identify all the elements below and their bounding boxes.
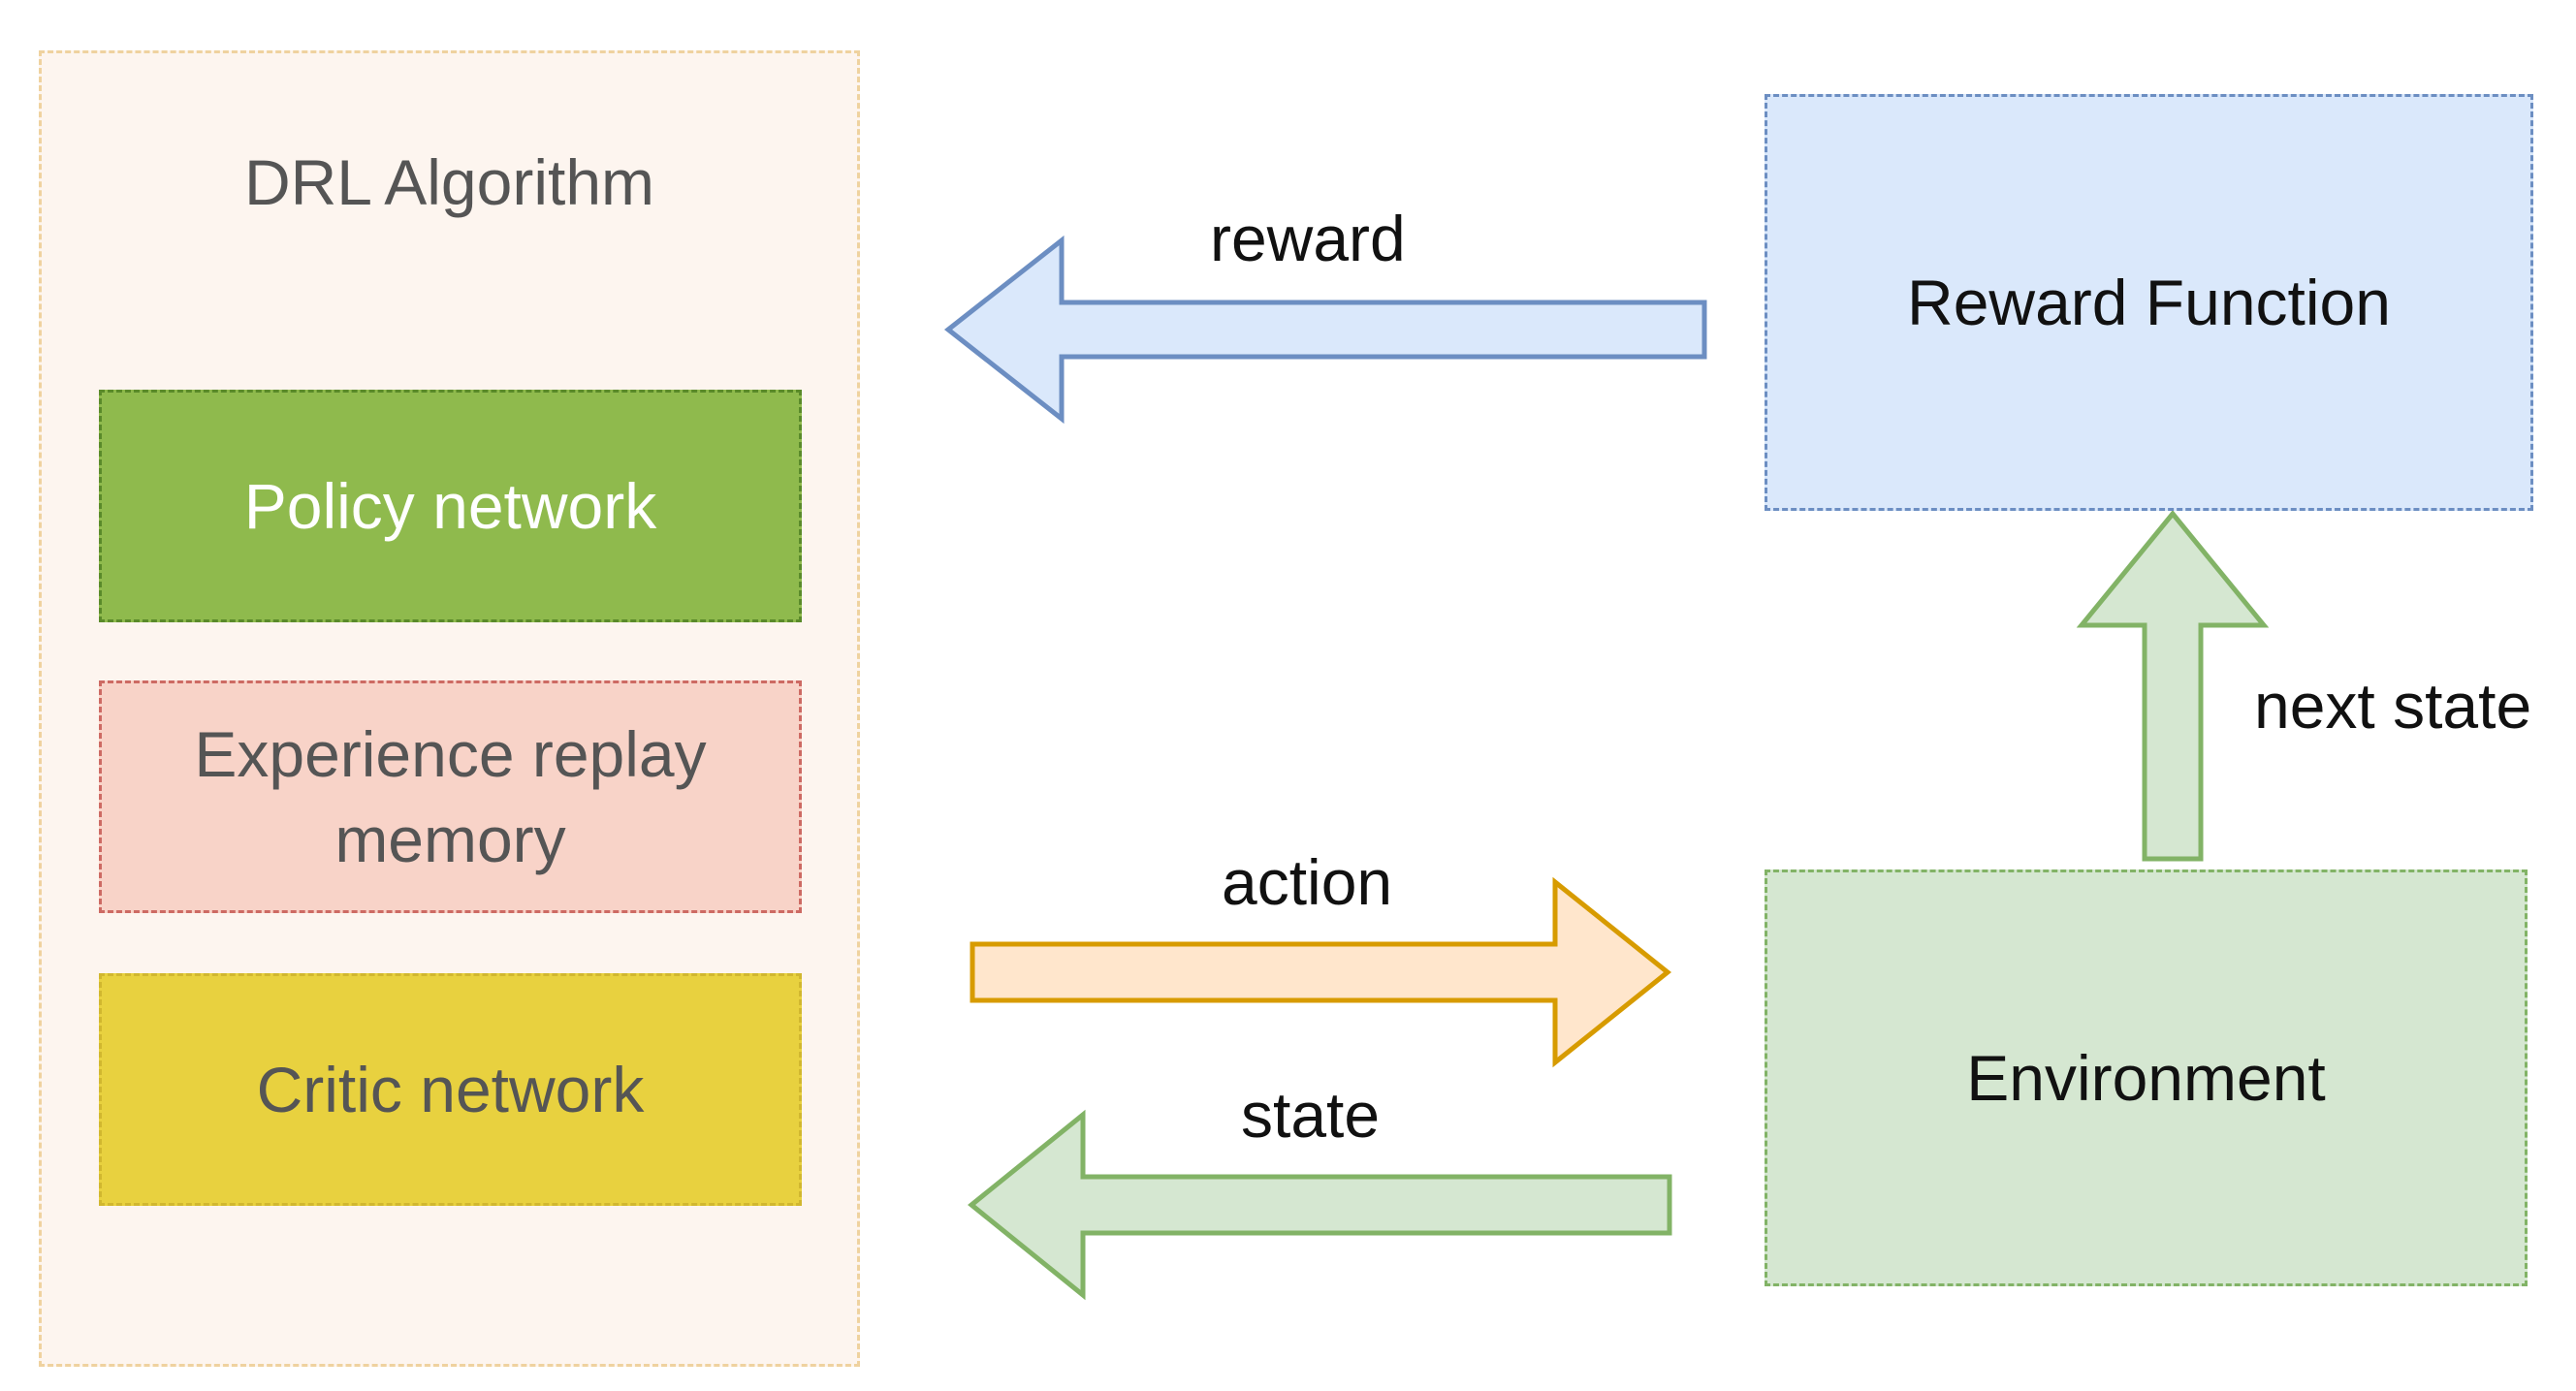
reward-edge-label: reward (1210, 203, 1406, 274)
state-arrow (968, 1109, 1672, 1301)
reward-arrow (943, 235, 1707, 425)
next-state-arrow (2076, 510, 2270, 862)
reward-function-box: Reward Function (1765, 94, 2533, 511)
policy-network-box: Policy network (99, 390, 802, 622)
critic-network-box: Critic network (99, 973, 802, 1206)
environment-label: Environment (1966, 1042, 2326, 1114)
experience-replay-memory-box: Experience replay memory (99, 680, 802, 913)
reward-function-label: Reward Function (1907, 267, 2391, 338)
critic-network-label: Critic network (256, 1054, 645, 1125)
environment-box: Environment (1765, 869, 2528, 1286)
policy-network-label: Policy network (243, 470, 657, 542)
experience-replay-memory-label: Experience replay memory (194, 718, 707, 875)
action-arrow (970, 876, 1671, 1068)
drl-algorithm-title: DRL Algorithm (243, 146, 655, 218)
action-edge-label: action (1222, 846, 1393, 918)
state-edge-label: state (1241, 1079, 1381, 1151)
next-state-edge-label: next state (2254, 670, 2532, 742)
